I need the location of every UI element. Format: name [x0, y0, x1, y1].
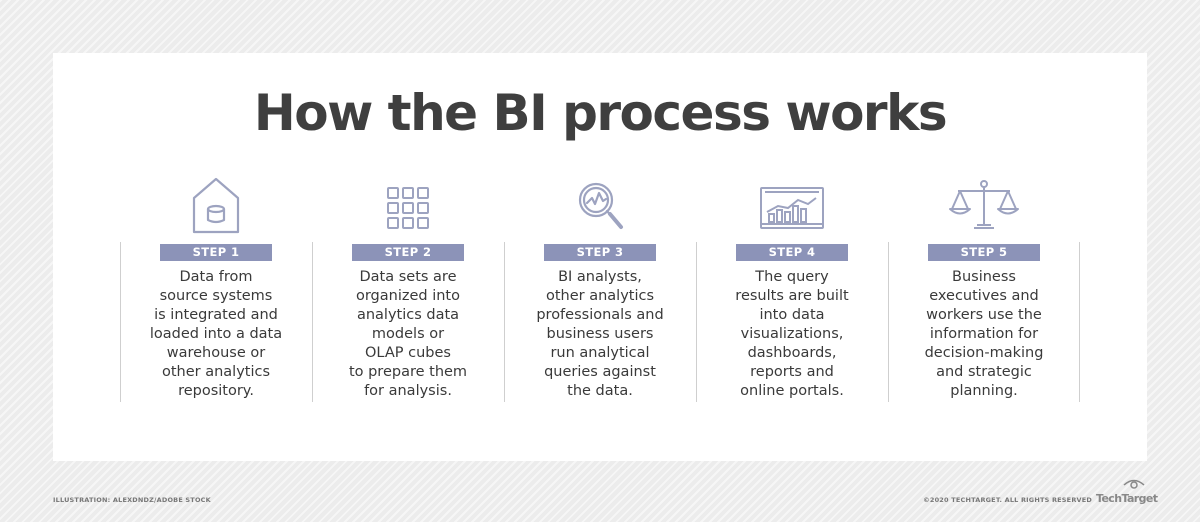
step-badge: STEP 4 [736, 244, 848, 261]
step-description: BI analysts, other analytics professiona… [536, 269, 664, 399]
logo-text: TechTarget [1096, 492, 1158, 505]
magnifier-chart-icon [560, 176, 640, 236]
step-4: STEP 4 The query results are built into … [696, 170, 888, 402]
step-badge: STEP 5 [928, 244, 1040, 261]
grid-icon [368, 176, 448, 236]
step-5: STEP 5 Business executives and workers u… [888, 170, 1080, 402]
step-description: Data sets are organized into analytics d… [348, 269, 468, 399]
step-description: Data from source systems is integrated a… [149, 269, 283, 399]
techtarget-logo: TechTarget [1096, 478, 1158, 508]
step-badge: STEP 1 [160, 244, 272, 261]
divider-line [312, 242, 313, 402]
step-description: The query results are built into data vi… [735, 269, 849, 399]
step-description: Business executives and workers use the … [924, 269, 1044, 399]
scales-icon [944, 176, 1024, 236]
divider-line [888, 242, 889, 402]
step-2: STEP 2 Data sets are organized into anal… [312, 170, 504, 402]
eye-icon [1123, 479, 1145, 489]
divider-line [696, 242, 697, 402]
copyright-notice: ©2020 TECHTARGET. ALL RIGHTS RESERVED [923, 496, 1092, 504]
step-badge: STEP 2 [352, 244, 464, 261]
step-1: STEP 1 Data from source systems is integ… [120, 170, 312, 402]
step-3: STEP 3 BI analysts, other analytics prof… [504, 170, 696, 402]
dashboard-screen-icon [752, 176, 832, 236]
step-badge: STEP 3 [544, 244, 656, 261]
illustration-credit: ILLUSTRATION: ALEXDNDZ/ADOBE STOCK [53, 496, 211, 504]
divider-line [120, 242, 121, 402]
divider-line [1079, 242, 1080, 402]
page-title: How the BI process works [253, 84, 948, 142]
divider-line [504, 242, 505, 402]
warehouse-icon [176, 176, 256, 236]
